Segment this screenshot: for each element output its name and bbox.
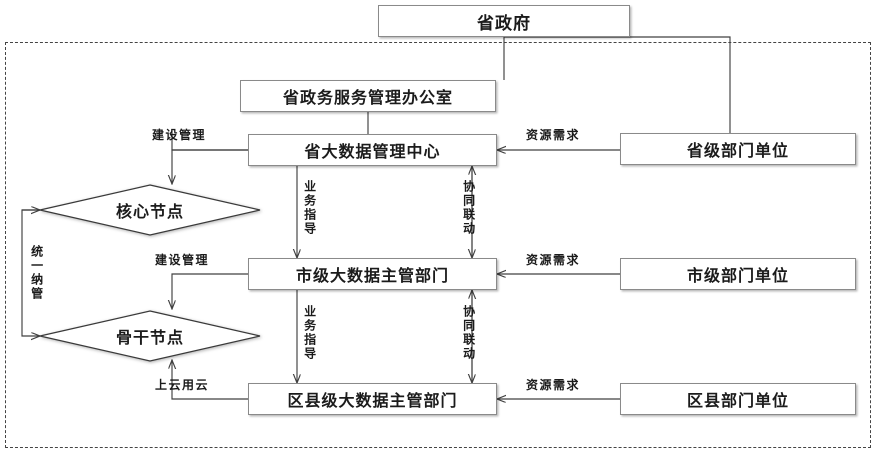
box-label: 省政府	[477, 13, 531, 34]
edge-label-unified-management: 统一纳管	[29, 245, 44, 301]
box-provincial-dept-units[interactable]: 省级部门单位	[620, 133, 856, 165]
box-provincial-service-office[interactable]: 省政务服务管理办公室	[240, 80, 496, 112]
edge-label-resource-demand-top: 资源需求	[526, 128, 581, 142]
edge-label-collab-linkage-mid: 协同联动	[461, 305, 476, 361]
edge-label-cloud-use: 上云用云	[155, 378, 210, 392]
box-label: 省级部门单位	[686, 141, 789, 160]
box-label: 省大数据管理中心	[304, 142, 441, 161]
edge-label-business-guidance-top: 业务指导	[302, 180, 317, 236]
edge-label-build-manage-mid: 建设管理	[155, 253, 210, 267]
box-provincial-bigdata-center[interactable]: 省大数据管理中心	[248, 134, 497, 166]
dashed-boundary-region	[5, 42, 871, 448]
diamond-core-node[interactable]: 核心节点	[38, 184, 262, 236]
box-label: 省政务服务管理办公室	[282, 88, 453, 107]
diamond-backbone-node[interactable]: 骨干节点	[38, 310, 262, 362]
box-city-bigdata-dept[interactable]: 市级大数据主管部门	[248, 258, 497, 290]
edge-label-build-manage-top: 建设管理	[152, 128, 207, 142]
box-label: 区县级大数据主管部门	[287, 391, 458, 410]
box-provincial-government[interactable]: 省政府	[378, 5, 630, 37]
box-label: 区县部门单位	[686, 391, 789, 410]
edge-label-resource-demand-mid: 资源需求	[526, 253, 581, 267]
edge-label-resource-demand-bottom: 资源需求	[526, 378, 581, 392]
edge-label-collab-linkage-top: 协同联动	[461, 180, 476, 236]
box-city-dept-units[interactable]: 市级部门单位	[620, 258, 856, 290]
box-label: 市级大数据主管部门	[295, 266, 449, 285]
box-county-dept-units[interactable]: 区县部门单位	[620, 383, 856, 415]
box-label: 市级部门单位	[686, 266, 789, 285]
box-county-bigdata-dept[interactable]: 区县级大数据主管部门	[248, 383, 497, 415]
edge-label-business-guidance-mid: 业务指导	[302, 305, 317, 361]
